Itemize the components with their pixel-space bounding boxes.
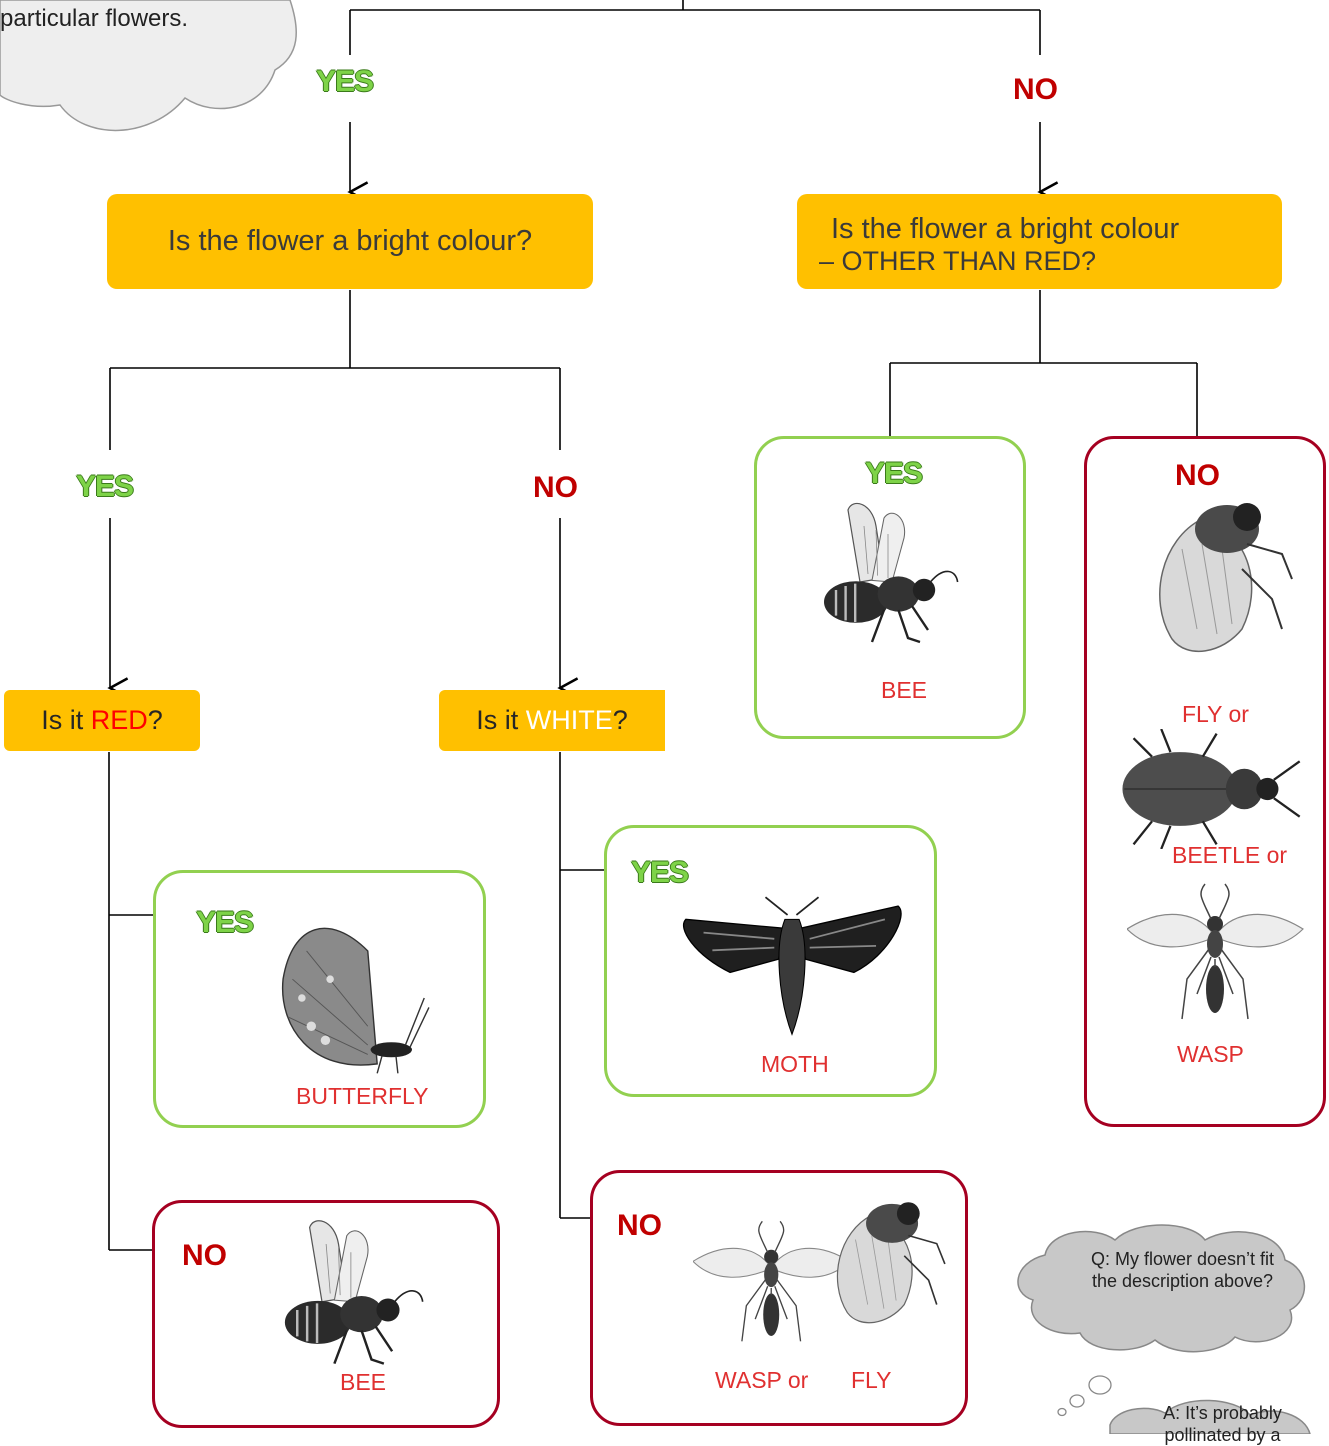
card-bee-yes-label: BEE <box>881 677 928 703</box>
bee-icon <box>283 1219 424 1365</box>
answer-cloud-text: A: It’s probably pollinated by a <box>1163 1403 1282 1445</box>
card-fly-label: FLY or <box>1182 701 1249 727</box>
butterfly-icon <box>281 927 430 1074</box>
top-cloud-text: particular flowers. <box>0 5 189 32</box>
question-bright-colour-text: Is the flower a bright colour? <box>167 225 533 257</box>
card-bee-no-tag: NO <box>182 1239 227 1272</box>
no-label-level1: NO <box>1013 73 1058 106</box>
q-red-prefix: Is it <box>41 705 91 735</box>
question-bright-colour-other-than-red: Is the flower a bright colour – OTHER TH… <box>797 194 1282 289</box>
fly-icon <box>1158 502 1293 653</box>
card-butterfly-tag: YES <box>196 906 254 939</box>
wasp-icon <box>1127 883 1304 1020</box>
question-is-it-red: Is it RED ? <box>4 690 200 751</box>
yes-label-bright: YES <box>76 470 134 503</box>
q-white-prefix: Is it <box>476 705 526 735</box>
card-butterfly: YES BUTTERFLY <box>153 870 486 1128</box>
question-is-it-white: Is it WHITE ? <box>439 690 665 751</box>
card-wasp-label: WASP or <box>715 1367 809 1393</box>
q-white-word: WHITE <box>525 705 613 735</box>
card-bee-yes: YES BEE <box>754 436 1026 739</box>
card-fly-beetle-wasp: NO FLY or BEETLE or WASP <box>1084 436 1326 1127</box>
card-moth-label: MOTH <box>761 1051 829 1077</box>
q-white-suffix: ? <box>612 705 628 735</box>
card-wasp-fly-tag: NO <box>617 1209 662 1242</box>
q-red-word: RED <box>90 705 148 735</box>
card-butterfly-label: BUTTERFLY <box>296 1083 429 1109</box>
card-moth: YES MOTH <box>604 825 937 1097</box>
bee-icon <box>822 502 959 644</box>
card-bee-no-label: BEE <box>340 1369 387 1395</box>
question-line1: Is the flower a bright colour <box>831 213 1180 245</box>
beetle-icon <box>1121 729 1301 849</box>
question-line2: – OTHER THAN RED? <box>819 246 1097 276</box>
no-label-bright: NO <box>533 471 578 504</box>
card-fly-beetle-wasp-tag: NO <box>1175 459 1220 492</box>
card-bee-yes-tag: YES <box>865 457 923 490</box>
card-fly-label: FLY <box>851 1367 892 1393</box>
moth-icon <box>682 896 902 1036</box>
card-beetle-label: BEETLE or <box>1172 842 1288 868</box>
card-wasp-label: WASP <box>1177 1041 1244 1067</box>
question-cloud <box>1017 1224 1311 1434</box>
yes-label-level1: YES <box>316 65 374 98</box>
card-bee-no: NO BEE <box>152 1200 500 1428</box>
top-cloud <box>0 0 297 132</box>
question-bright-colour: Is the flower a bright colour? <box>107 194 593 289</box>
fly-icon <box>836 1201 946 1324</box>
question-cloud-text: Q: My flower doesn’t fit the description… <box>1090 1249 1275 1291</box>
q-red-suffix: ? <box>147 705 163 735</box>
card-moth-tag: YES <box>631 856 689 889</box>
card-wasp-fly: NO WASP or FLY <box>590 1170 968 1426</box>
